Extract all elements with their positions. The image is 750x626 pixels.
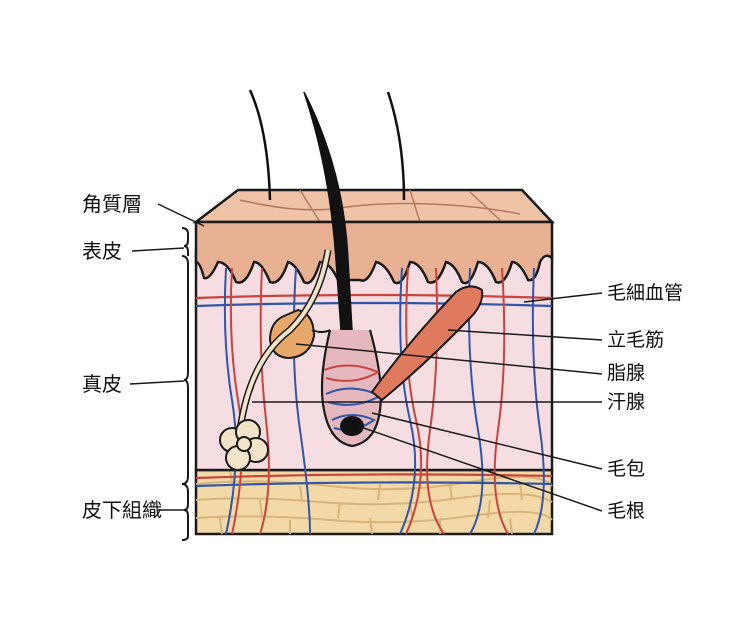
label-arrector-pili: 立毛筋	[607, 329, 665, 351]
skin-surface	[192, 188, 555, 224]
label-stratum-corneum: 角質層	[82, 192, 142, 216]
label-hair-root: 毛根	[607, 500, 646, 522]
label-sebaceous-gland: 脂腺	[607, 362, 646, 384]
leader-lines	[129, 203, 603, 512]
sweat-gland-coil	[219, 419, 269, 471]
label-epidermis: 表皮	[82, 239, 122, 263]
label-sweat-gland: 汗腺	[607, 391, 646, 413]
hair-shafts	[248, 89, 406, 201]
arrector-pili-muscle	[370, 285, 484, 402]
label-dermis: 真皮	[82, 372, 122, 396]
sebaceous-gland	[268, 308, 316, 360]
layer-brackets	[181, 227, 189, 541]
label-subcutaneous: 皮下組織	[82, 498, 162, 522]
label-hair-follicle: 毛包	[607, 458, 646, 480]
epidermis-layer	[194, 220, 554, 285]
label-capillary: 毛細血管	[607, 282, 684, 304]
subcutaneous-layer	[194, 468, 554, 536]
hair-root-bulb	[340, 416, 364, 436]
